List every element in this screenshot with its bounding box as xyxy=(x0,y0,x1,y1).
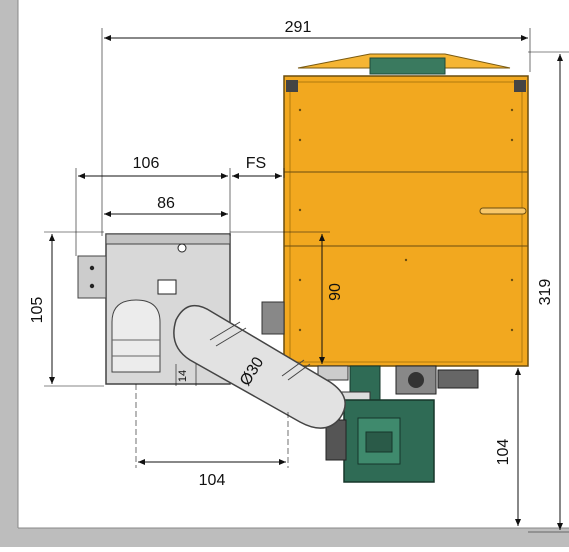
dim-burner-height: 104 xyxy=(495,439,512,466)
burner-unit xyxy=(317,365,479,483)
dim-hopper-width: 86 xyxy=(157,195,175,212)
dim-overall-width: 291 xyxy=(285,19,312,36)
dim-overall-height: 319 xyxy=(537,279,554,306)
dim-auger-pipe: 14 xyxy=(177,370,189,382)
dim-hopper-height: 105 xyxy=(29,297,46,324)
dim-auger-height: 90 xyxy=(327,283,344,301)
boiler-body xyxy=(261,53,529,367)
dim-free-space: FS xyxy=(246,155,266,172)
feed-auger xyxy=(173,304,346,429)
dim-auger-reach: 104 xyxy=(199,472,226,489)
dim-hopper-offset: 106 xyxy=(133,155,160,172)
